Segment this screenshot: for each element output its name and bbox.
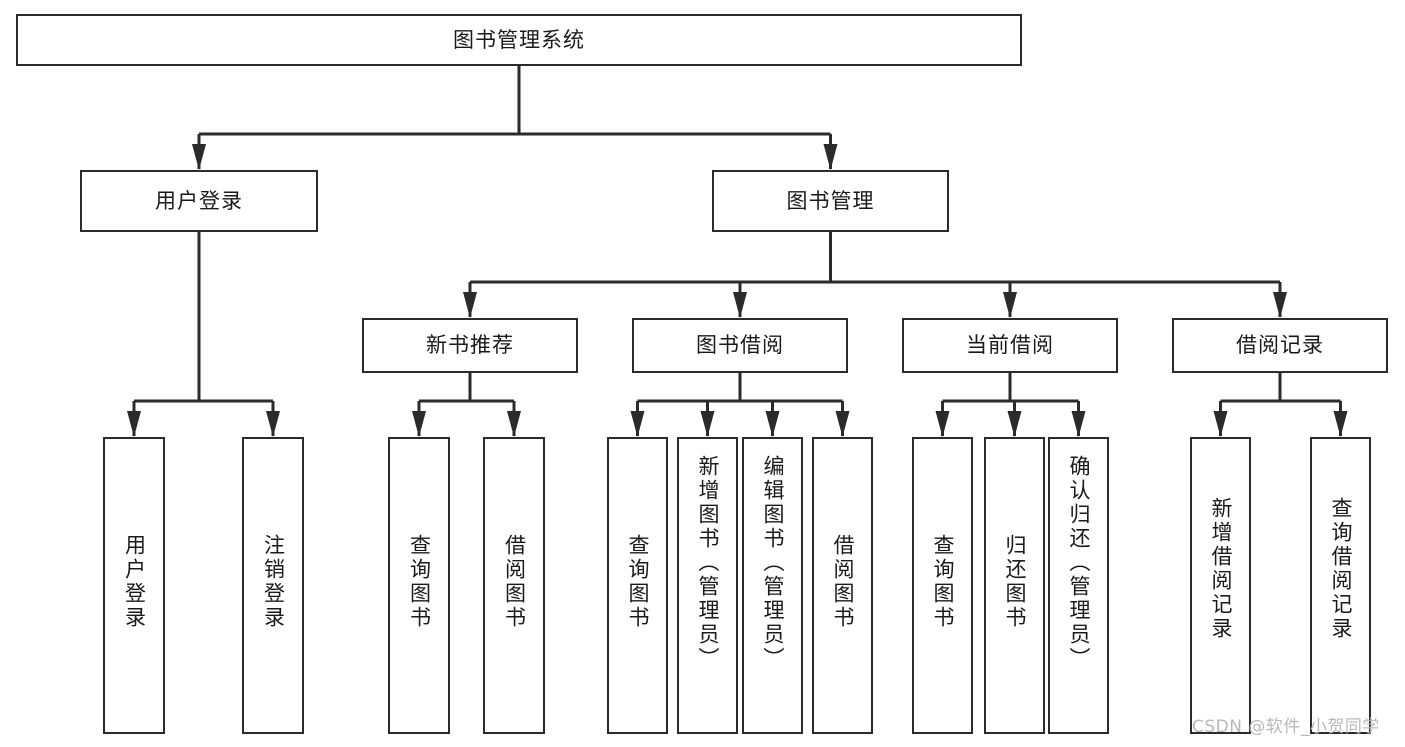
node-label: 查询图书 — [626, 534, 650, 630]
node-label: 用户登录 — [155, 188, 243, 213]
node-l12[interactable]: 新增借阅记录 — [1190, 437, 1251, 734]
node-label: 图书管理 — [786, 188, 875, 213]
node-l1[interactable]: 用户登录 — [103, 437, 165, 734]
node-l10[interactable]: 归还图书 — [984, 437, 1045, 734]
node-l6[interactable]: 新增图书（管理员） — [677, 437, 738, 734]
node-n3c[interactable]: 当前借阅 — [902, 318, 1118, 373]
node-l5[interactable]: 查询图书 — [607, 437, 668, 734]
node-label: 查询图书 — [931, 534, 955, 630]
node-l7[interactable]: 编辑图书（管理员） — [742, 437, 803, 734]
node-label: 查询借阅记录 — [1329, 497, 1353, 641]
node-n3a[interactable]: 新书推荐 — [362, 318, 578, 373]
node-label: 当前借阅 — [966, 333, 1054, 358]
node-label: 图书管理系统 — [453, 27, 585, 52]
node-n2b[interactable]: 图书管理 — [712, 170, 949, 232]
node-l11[interactable]: 确认归还（管理员） — [1048, 437, 1109, 734]
node-n2a[interactable]: 用户登录 — [80, 170, 318, 232]
node-root[interactable]: 图书管理系统 — [16, 14, 1022, 66]
node-l4[interactable]: 借阅图书 — [483, 437, 545, 734]
node-n3d[interactable]: 借阅记录 — [1172, 318, 1388, 373]
node-l9[interactable]: 查询图书 — [912, 437, 973, 734]
node-n3b[interactable]: 图书借阅 — [632, 318, 848, 373]
node-label: 归还图书 — [1003, 534, 1027, 630]
node-l3[interactable]: 查询图书 — [388, 437, 450, 734]
node-label: 编辑图书（管理员） — [761, 455, 785, 671]
node-label: 图书借阅 — [696, 333, 784, 358]
node-label: 借阅图书 — [502, 534, 527, 630]
node-label: 借阅记录 — [1236, 333, 1324, 358]
node-label: 新书推荐 — [426, 333, 514, 358]
node-l13[interactable]: 查询借阅记录 — [1310, 437, 1371, 734]
node-label: 用户登录 — [122, 534, 147, 630]
node-label: 确认归还（管理员） — [1067, 455, 1091, 671]
node-label: 借阅图书 — [831, 534, 855, 630]
node-l2[interactable]: 注销登录 — [242, 437, 304, 734]
node-label: 新增借阅记录 — [1209, 497, 1233, 641]
node-label: 查询图书 — [407, 534, 432, 630]
watermark: CSDN @软件_小贺同学 — [1192, 717, 1380, 737]
node-label: 注销登录 — [261, 534, 286, 630]
node-label: 新增图书（管理员） — [696, 455, 720, 671]
node-l8[interactable]: 借阅图书 — [812, 437, 873, 734]
